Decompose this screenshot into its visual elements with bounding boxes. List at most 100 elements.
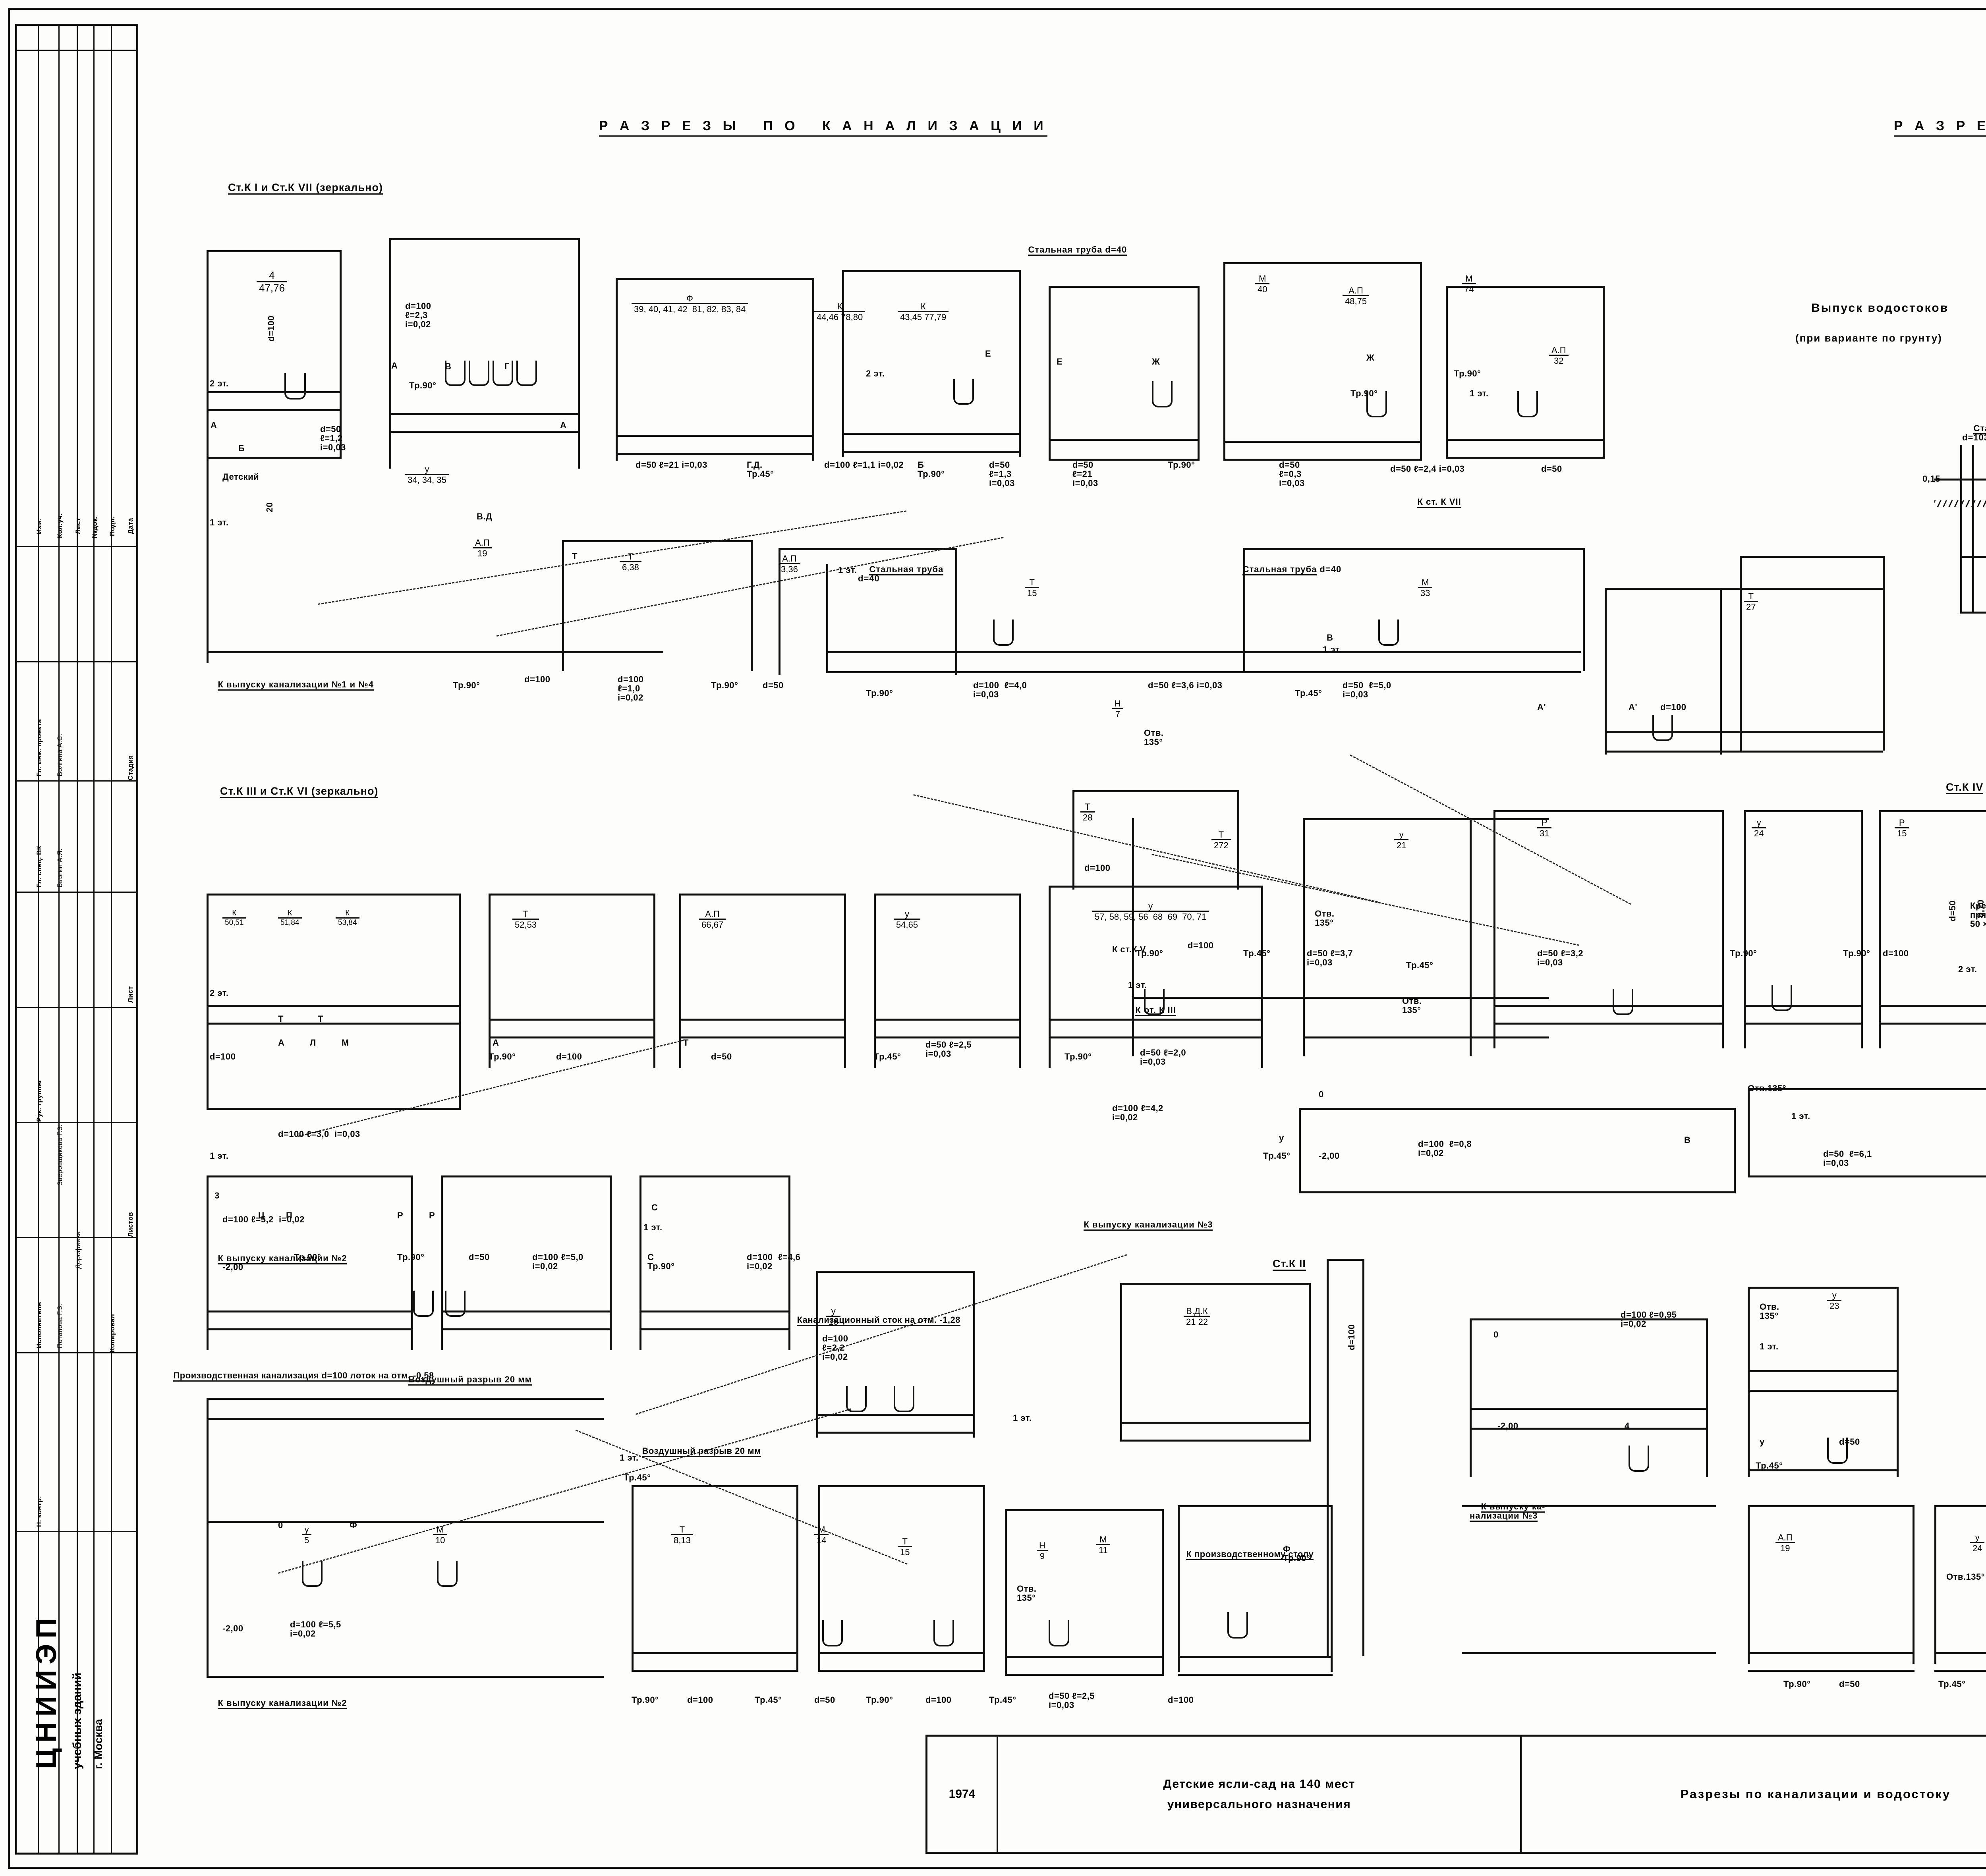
slab xyxy=(207,1310,413,1312)
mark-u-b: у xyxy=(1279,1133,1284,1143)
stack-k2-wall xyxy=(1327,1259,1329,1656)
stamp-name-gip: Волгина А.С. xyxy=(56,733,64,776)
note-to-k7: К ст. К VII xyxy=(1406,488,1461,516)
mark-u-24b: у 24 xyxy=(1970,1533,1985,1553)
fitting-tr45-i: Тр.45° xyxy=(989,1695,1016,1705)
mark-A-c: А xyxy=(560,420,567,430)
slab xyxy=(1049,459,1200,461)
slab xyxy=(1470,1318,1708,1320)
drain-pipe xyxy=(1960,556,1986,558)
slab xyxy=(1446,457,1605,459)
slab xyxy=(389,238,580,240)
pipe-ubend xyxy=(1629,1446,1649,1472)
mark-F-b: Ф xyxy=(350,1520,357,1530)
mark-VD-237: А.П 19 xyxy=(473,538,492,558)
pipe-ubend xyxy=(1366,391,1387,417)
slab xyxy=(826,651,1581,653)
slab xyxy=(1120,1422,1311,1424)
slab xyxy=(632,1670,798,1672)
mark-T-5253: Т 52,53 xyxy=(512,909,539,930)
org-name-line3: г. Москва xyxy=(92,1719,104,1769)
slab xyxy=(632,1485,798,1487)
pipe-ubend xyxy=(1378,620,1399,646)
slab xyxy=(1178,1505,1333,1507)
wall xyxy=(1734,1108,1736,1191)
slab xyxy=(826,671,1581,673)
mark-M-a: М xyxy=(342,1038,349,1048)
mark-N-9: Н 7 xyxy=(1112,699,1123,719)
slab xyxy=(207,1328,413,1330)
wall xyxy=(1178,1505,1180,1672)
pipe-ubend xyxy=(1517,391,1538,417)
pipe-ubend xyxy=(953,379,974,405)
spec-d50-d: d=50 xyxy=(1947,900,1957,921)
spec-d100-c: d=100 xyxy=(1660,702,1687,712)
mark-E-b: Е xyxy=(1057,357,1063,367)
slab xyxy=(639,1328,790,1330)
pipe-ubend xyxy=(993,620,1014,646)
spec-d50-f: d=50 xyxy=(814,1695,835,1705)
wall xyxy=(1162,1509,1164,1676)
note-outlet-1-4: К выпуску канализации №1 и №4 xyxy=(207,671,374,699)
slab xyxy=(1072,790,1239,792)
pipe-ubend xyxy=(284,373,306,400)
fitting-tr90-l: Тр.90° xyxy=(1843,948,1870,958)
label-stack-k4: Ст.К IV xyxy=(1932,770,1984,804)
slab xyxy=(818,1485,985,1487)
slab xyxy=(1744,810,1863,812)
note-steel-pipe-d40-c: Стальная труба d=40 xyxy=(1231,556,1341,583)
pipe-ubend xyxy=(1827,1438,1848,1464)
stamp-name-isp: Потапова Г.З. xyxy=(56,1303,64,1348)
sump-bottom xyxy=(1960,612,1986,614)
slab xyxy=(1605,731,1883,733)
fitting-tr45-b: Тр.45° xyxy=(874,1052,901,1062)
stamp-name-spec: Бызгин А.Я. xyxy=(56,848,64,888)
mark-u-23: у 23 xyxy=(1827,1291,1842,1311)
spec-d100-11: d=100 ℓ=1,1 i=0,02 xyxy=(824,460,904,470)
note-air-gap-a: Воздушный разрыв 20 мм xyxy=(397,1366,532,1393)
wall xyxy=(459,894,461,1108)
slab xyxy=(1049,286,1200,288)
wall xyxy=(1005,1509,1007,1676)
fitting-tr90-f: Тр.90° xyxy=(711,680,738,690)
slab xyxy=(1446,439,1605,441)
fitting-otv135-h: Отв.135° xyxy=(1946,1572,1985,1582)
fitting-tr90-b: Тр.90° xyxy=(1168,460,1195,470)
wall xyxy=(1583,548,1585,671)
drain-pipe xyxy=(1972,445,1974,612)
organization-logo: ЦНИИЭП учебных зданий г. Москва xyxy=(18,1549,131,1771)
spec-d50-24: d=50 ℓ=2,4 i=0,03 xyxy=(1390,464,1465,474)
slab xyxy=(1740,556,1883,558)
slab xyxy=(1748,1287,1899,1289)
tb-object: Детские ясли-сад на 140 мест универсальн… xyxy=(998,1737,1522,1852)
slab xyxy=(1005,1674,1164,1676)
slab xyxy=(441,1175,612,1177)
collector-band xyxy=(1299,1191,1736,1193)
wall xyxy=(207,250,209,457)
note-air-gap-b: Воздушный разрыв 20 мм xyxy=(632,1438,761,1465)
wall xyxy=(844,894,846,1068)
slab xyxy=(489,894,655,896)
wall xyxy=(441,1175,443,1350)
stamp-col-podp: Подп. xyxy=(108,516,116,536)
mark-A1-a: А' xyxy=(1537,702,1546,712)
note-cross-50x50: Крестпрямок50 × 50 xyxy=(1970,901,1986,929)
wall xyxy=(632,1485,634,1672)
mark-F-group: Ф 39, 40, 41, 42 81, 82, 83, 84 xyxy=(632,294,748,314)
mark-P-a: П xyxy=(286,1210,293,1220)
note-prod-table: К производственному столу xyxy=(1176,1541,1314,1568)
spec-d100-k: d=100 xyxy=(1347,1324,1356,1351)
slab xyxy=(489,1019,655,1021)
floor-1et-f: 1 эт. xyxy=(1128,980,1147,990)
mark-K-4345: К 43,45 77,79 xyxy=(898,302,949,322)
wall xyxy=(1744,810,1746,1048)
